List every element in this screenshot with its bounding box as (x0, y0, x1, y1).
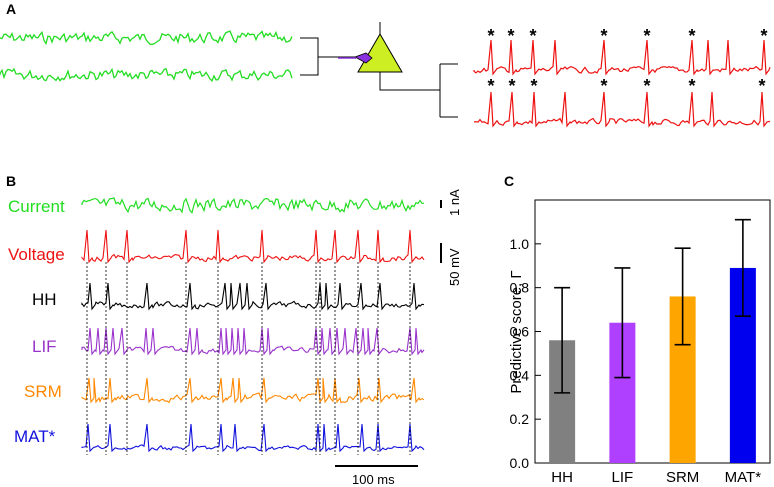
y-tick-label: 0.6 (510, 324, 530, 340)
y-tick-label: 0.8 (510, 280, 530, 296)
panel-c: 0.0 0.2 0.4 0.6 0.8 1.0 HH LIF SRM MAT* Predicti… (508, 199, 771, 486)
error-bar (554, 286, 571, 394)
spike-marker: * (600, 26, 607, 46)
error-bars (554, 218, 751, 394)
spike-marker: * (643, 76, 650, 96)
error-bar (614, 267, 631, 379)
y-tick-label: 0.4 (510, 367, 530, 383)
x-tick-label: LIF (612, 469, 634, 486)
spike-marker: * (688, 76, 695, 96)
input-connector (300, 37, 356, 76)
scale-voltage-label: 50 mV (447, 248, 462, 286)
voltage-trace (81, 229, 425, 264)
x-tick-label: SRM (666, 469, 699, 486)
x-tick-label: HH (551, 469, 573, 486)
spike-marker: * (758, 76, 765, 96)
error-bar (674, 247, 691, 346)
trace-label-lif: LIF (32, 337, 57, 356)
neuron-triangle (357, 33, 403, 73)
spike-marker: * (487, 26, 494, 46)
panel-a-label: A (6, 1, 16, 17)
scale-current-label: 1 nA (447, 189, 462, 216)
trace-label-srm: SRM (24, 382, 62, 401)
spike-marker: * (529, 26, 536, 46)
y-tick-label: 0.2 (510, 411, 530, 427)
panel-b: Current Voltage HH LIF SRM MAT* 1 nA 50 … (8, 189, 462, 487)
scale-time-label: 100 ms (352, 472, 395, 487)
panel-b-label: B (6, 173, 16, 189)
spike-marker: * (507, 26, 514, 46)
mat-trace (81, 423, 425, 453)
error-bar (734, 218, 751, 317)
spike-marker: * (760, 26, 767, 46)
trace-label-voltage: Voltage (8, 245, 65, 264)
spike-marker: * (487, 76, 494, 96)
panel-c-label: C (504, 173, 514, 189)
output-connector (379, 63, 458, 118)
spike-alignment-lines (86, 262, 411, 455)
spike-marker: * (600, 76, 607, 96)
response-trace-2 (473, 91, 771, 128)
spike-marker: * (530, 76, 537, 96)
current-trace (81, 197, 424, 214)
y-ticks: 0.0 0.2 0.4 0.6 0.8 1.0 (510, 236, 541, 471)
input-noise-trace-2 (0, 67, 293, 83)
trace-label-mat: MAT* (14, 427, 56, 446)
electrode-icon (354, 52, 373, 64)
spike-marker: * (643, 26, 650, 46)
spike-marker: * (508, 76, 515, 96)
panel-a: * * * * * * * * * * * * * * (0, 22, 771, 128)
trace-label-current: Current (8, 197, 65, 216)
trace-label-hh: HH (32, 290, 57, 309)
bars (549, 267, 756, 463)
hh-trace (81, 282, 425, 311)
x-tick-labels: HH LIF SRM MAT* (551, 469, 761, 486)
response-trace-1 (473, 39, 771, 76)
x-tick-label: MAT* (725, 469, 762, 486)
spike-marker: * (688, 26, 695, 46)
lif-trace (81, 327, 425, 356)
srm-trace (81, 377, 425, 404)
spike-markers: * * * * * * * * * * * * * * (487, 26, 767, 96)
y-axis-label: Predictive score, Γ (508, 270, 525, 393)
input-noise-trace-1 (0, 30, 293, 46)
y-tick-label: 1.0 (510, 236, 530, 252)
y-tick-label: 0.0 (510, 455, 530, 471)
